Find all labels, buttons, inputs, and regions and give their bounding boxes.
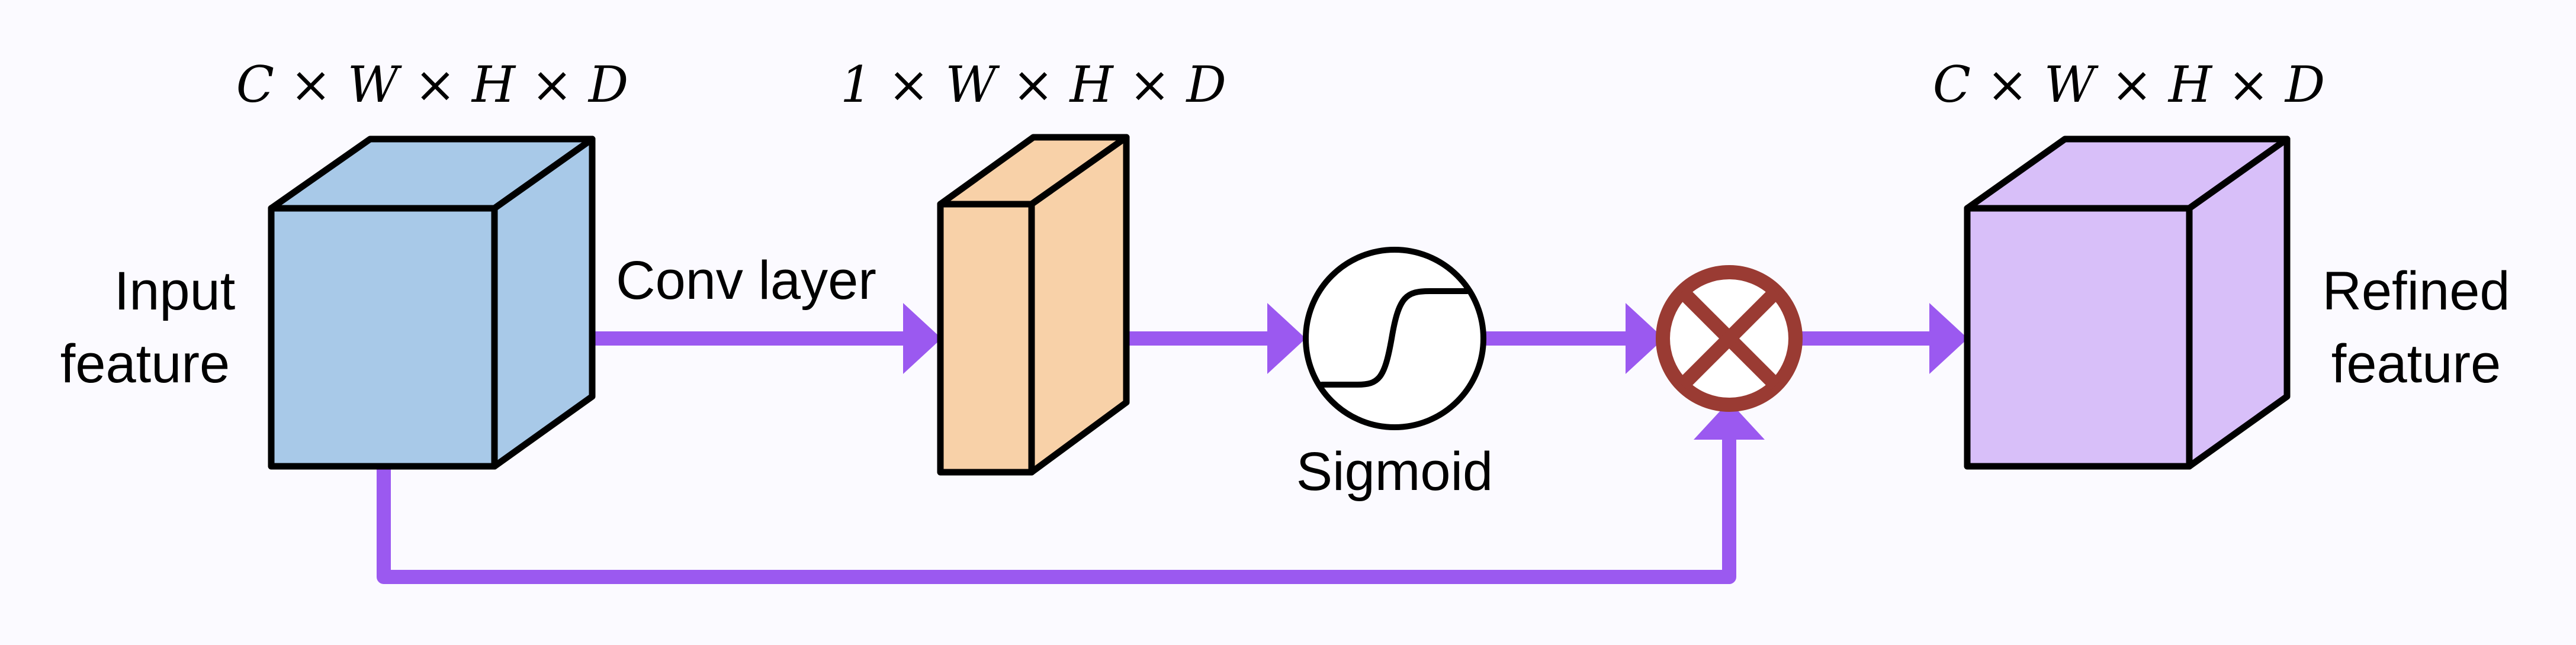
attention-dims-label: 1 × W × H × D bbox=[840, 56, 1226, 114]
input-dims-label: C × W × H × D bbox=[236, 56, 629, 114]
arrowhead-skip bbox=[1694, 401, 1765, 440]
arrowhead-multiply bbox=[1626, 303, 1664, 374]
slab-front bbox=[937, 201, 1035, 476]
input-feature-label-line1: Input bbox=[114, 261, 236, 321]
conv-layer-label: Conv layer bbox=[616, 250, 876, 311]
refined-feature-label-line2: feature bbox=[2331, 334, 2501, 394]
output-feature-cube bbox=[1964, 136, 2291, 470]
arrowheads bbox=[903, 303, 1968, 440]
sigmoid-label: Sigmoid bbox=[1296, 441, 1493, 502]
refined-feature-label-line1: Refined bbox=[2322, 261, 2510, 321]
skip-connection-line bbox=[377, 437, 1736, 584]
arrowhead-conv bbox=[903, 303, 942, 374]
output-cube-front bbox=[1964, 205, 2193, 470]
multiply-circle-icon bbox=[1656, 265, 1803, 412]
attention-map-slab bbox=[937, 134, 1130, 476]
input-feature-cube bbox=[268, 136, 596, 470]
input-cube-front bbox=[268, 205, 498, 470]
arrowhead-sigmoid bbox=[1267, 303, 1306, 374]
connectors bbox=[377, 331, 1931, 584]
sigmoid-curve-icon bbox=[1303, 247, 1486, 430]
arrowhead-output bbox=[1929, 303, 1968, 374]
input-feature-label-line2: feature bbox=[60, 334, 230, 394]
output-dims-label: C × W × H × D bbox=[1933, 56, 2326, 114]
